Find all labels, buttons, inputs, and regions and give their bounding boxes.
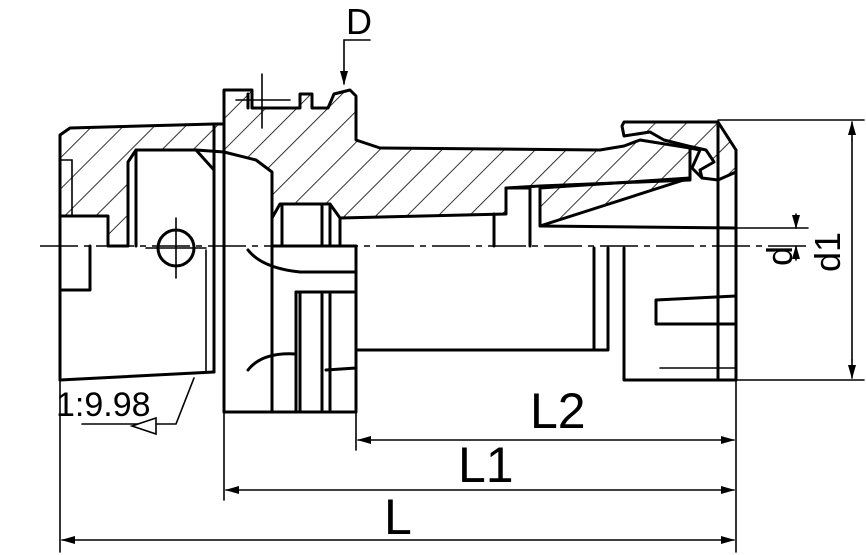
dim-d-lines [735, 213, 809, 261]
dim-extension-lines [59, 379, 737, 553]
label-taper-ratio: 1:9.98 [56, 386, 151, 424]
dim-D-leader [340, 39, 371, 85]
inner-bore-details [246, 186, 596, 414]
label-d1: d1 [807, 232, 848, 272]
label-L2: L2 [530, 383, 586, 439]
hsk-taper-shank-section [58, 122, 226, 382]
dim-d1-lines [717, 119, 865, 381]
label-d: d [759, 246, 800, 266]
flange-body-section [222, 73, 692, 414]
label-L: L [384, 489, 412, 545]
key-slot-circle [145, 217, 207, 279]
label-L1: L1 [458, 437, 514, 493]
collet-section [538, 176, 738, 230]
label-D: D [346, 1, 372, 42]
taper-ratio-leader [81, 377, 195, 436]
clamp-nut-section [592, 120, 738, 382]
